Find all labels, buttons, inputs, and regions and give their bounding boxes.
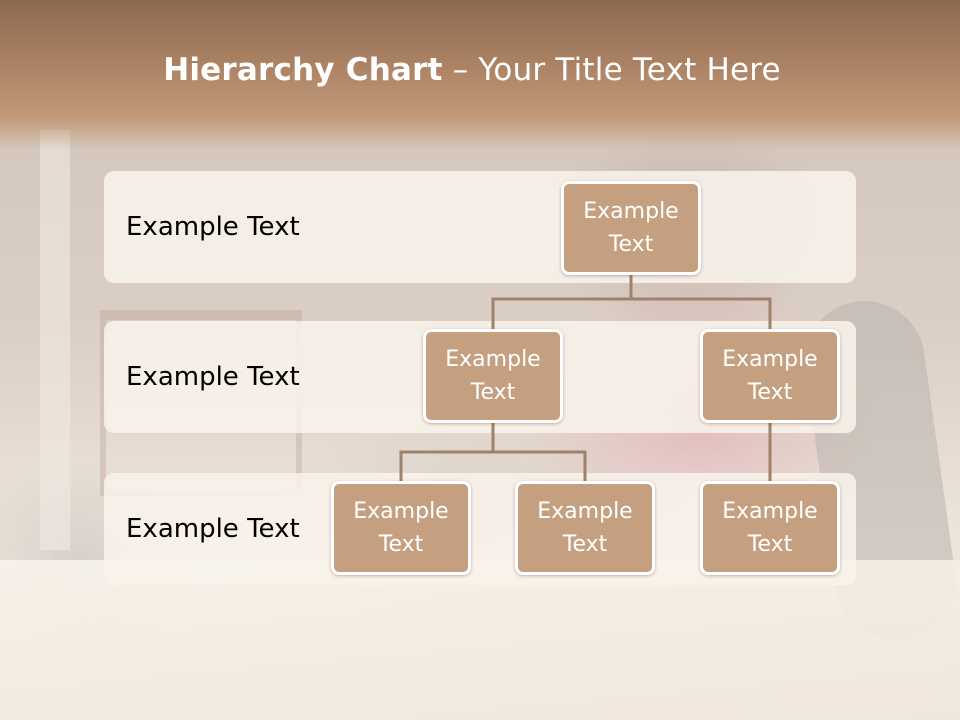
node-root[interactable]: Example Text — [561, 181, 701, 275]
node-level3-right[interactable]: Example Text — [700, 481, 840, 575]
node-level3-middle[interactable]: Example Text — [515, 481, 655, 575]
background-bedding — [0, 560, 960, 720]
title-bar — [0, 0, 960, 150]
background-wall-frame — [40, 130, 70, 550]
level-label-2[interactable]: Example Text — [126, 362, 300, 392]
level-band-1: Example Text — [104, 171, 856, 283]
node-level3-left[interactable]: Example Text — [331, 481, 471, 575]
node-level2-right[interactable]: Example Text — [700, 329, 840, 423]
level-label-1[interactable]: Example Text — [126, 212, 300, 242]
title-bold: Hierarchy Chart — [163, 52, 443, 88]
node-level2-left[interactable]: Example Text — [423, 329, 563, 423]
title-rest: – Your Title Text Here — [442, 52, 781, 88]
slide-title[interactable]: Hierarchy Chart – Your Title Text Here — [0, 52, 944, 88]
level-label-3[interactable]: Example Text — [126, 514, 300, 544]
